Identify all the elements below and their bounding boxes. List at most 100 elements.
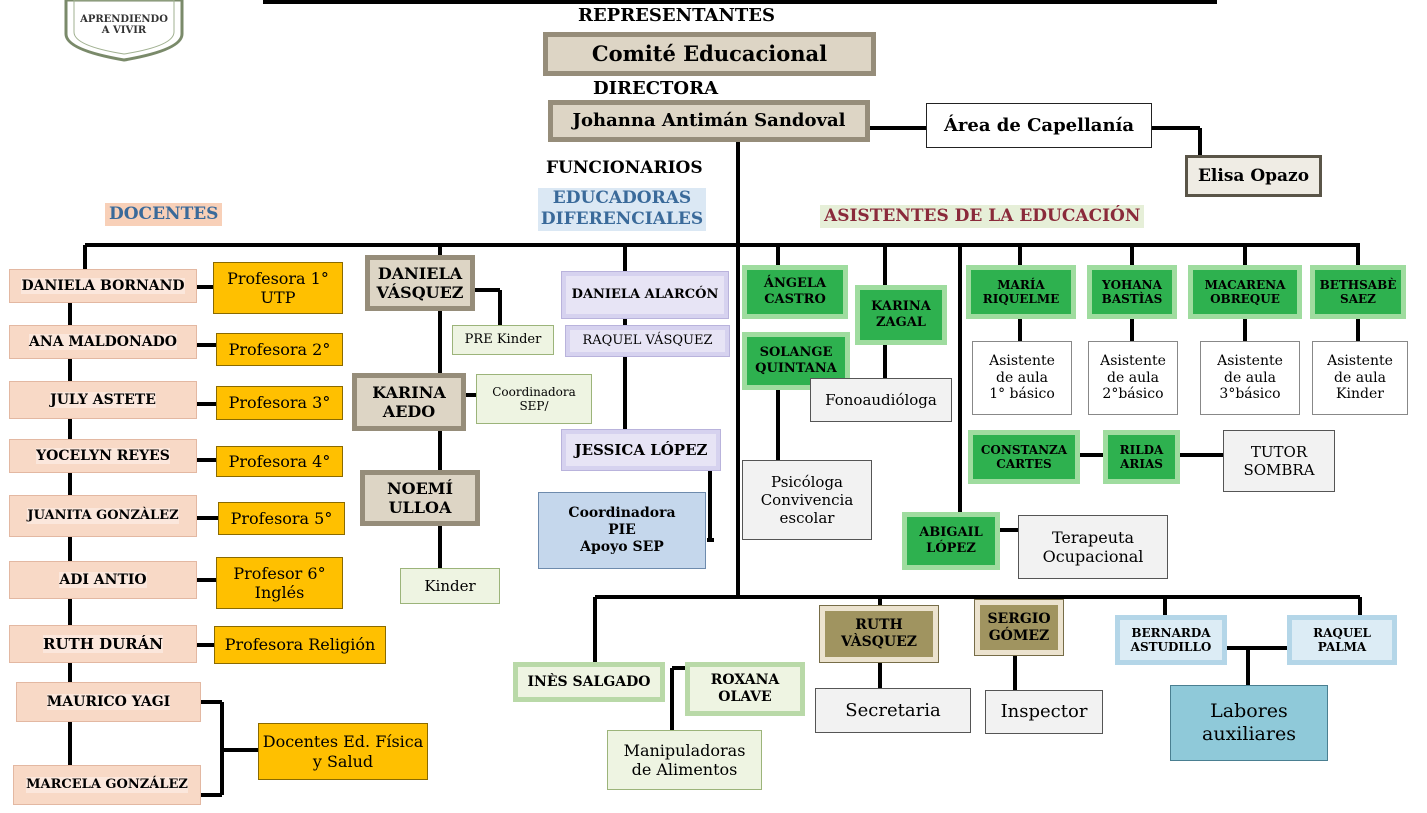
node-ruth-vasquez: RUTH VÀSQUEZ <box>819 605 939 663</box>
node-label: Comité Educacional <box>591 41 828 67</box>
node-sergio-gomez: SERGIO GÓMEZ <box>974 599 1064 656</box>
node-label: Labores auxiliares <box>1202 700 1296 745</box>
node-label: RILDA ARIAS <box>1119 442 1164 471</box>
node-label: JULY ASTETE <box>50 391 156 409</box>
node-label: Área de Capellanía <box>943 114 1135 136</box>
node-label: Profesor 6° Inglés <box>233 563 326 602</box>
node-asistente-bethsabe: BETHSABÈ SAEZ <box>1310 265 1406 319</box>
node-label: SERGIO GÓMEZ <box>987 610 1051 644</box>
node-label: Docentes Ed. Física y Salud <box>262 732 424 771</box>
node-label: Asistente de aula 1° básico <box>989 352 1055 403</box>
node-label: Johanna Antimán Sandoval <box>572 110 846 132</box>
node-label: Coordinadora PIE Apoyo SEP <box>568 505 676 555</box>
node-asistente-aula-2: Asistente de aula 2°básico <box>1088 341 1178 415</box>
node-label: RAQUEL PALMA <box>1313 625 1371 654</box>
node-label: Elisa Opazo <box>1197 165 1310 186</box>
node-parvularia-role: Coordinadora SEP/ <box>476 374 592 424</box>
node-label: Kinder <box>424 577 476 595</box>
node-parvularia-role: Kinder <box>400 568 500 604</box>
node-label: KARINA AEDO <box>372 382 446 421</box>
logo-text-line1: APRENDIENDO <box>80 14 168 25</box>
node-label: SOLANGE QUINTANA <box>755 345 837 376</box>
node-docente: JULY ASTETE <box>9 381 197 419</box>
node-label: Secretaria <box>845 699 941 721</box>
node-asistente-aula-3: Asistente de aula 3°básico <box>1200 341 1300 415</box>
node-comite-educacional: Comité Educacional <box>543 32 876 76</box>
node-label: Asistente de aula Kinder <box>1327 352 1393 403</box>
node-label: YOCELYN REYES <box>36 447 170 465</box>
node-label: TUTOR SOMBRA <box>1243 443 1315 479</box>
node-label: RAQUEL VÁSQUEZ <box>582 333 713 349</box>
header-directora: DIRECTORA <box>593 78 719 99</box>
node-docente-role: Profesora Religión <box>214 626 386 664</box>
node-label: KARINA ZAGAL <box>871 299 931 330</box>
node-parvularia: KARINA AEDO <box>352 373 466 431</box>
node-label: Fonoaudióloga <box>825 391 937 409</box>
node-docente: MARCELA GONZÁLEZ <box>13 765 201 805</box>
node-terapeuta: Terapeuta Ocupacional <box>1018 515 1168 579</box>
node-label: Profesora 5° <box>230 508 333 528</box>
node-label: RUTH DURÁN <box>42 635 163 653</box>
node-diferencial-raquel: RAQUEL VÁSQUEZ <box>565 325 730 357</box>
node-label: ABIGAIL LÓPEZ <box>919 525 983 556</box>
node-asistente-rilda: RILDA ARIAS <box>1103 430 1180 484</box>
node-parvularia: NOEMÍ ULLOA <box>360 470 480 526</box>
node-label: Profesora 1° UTP <box>227 268 329 307</box>
node-label: Manipuladoras de Alimentos <box>623 740 746 779</box>
node-parvularia: DANIELA VÁSQUEZ <box>365 255 475 311</box>
logo-text-line2: A VIVIR <box>101 25 147 36</box>
node-label: Profesora Religión <box>224 635 376 655</box>
node-label: JUANITA GONZÀLEZ <box>27 508 179 524</box>
node-label: MAURICO YAGI <box>46 693 171 711</box>
node-manipuladoras: Manipuladoras de Alimentos <box>607 730 762 790</box>
node-fonoaudiologa: Fonoaudióloga <box>810 378 952 422</box>
node-inspector: Inspector <box>985 690 1103 734</box>
node-asistente-angela: ÁNGELA CASTRO <box>742 265 848 319</box>
node-label: BERNARDA ASTUDILLO <box>1130 625 1212 654</box>
school-logo: APRENDIENDO A VIVIR <box>60 0 188 62</box>
node-docente-role: Profesora 5° <box>218 502 345 535</box>
node-label: Asistente de aula 3°básico <box>1217 352 1283 403</box>
node-directora: Johanna Antimán Sandoval <box>548 100 870 142</box>
node-docente-role: Profesora 1° UTP <box>213 262 343 314</box>
node-label: Asistente de aula 2°básico <box>1100 352 1166 403</box>
node-coordinadora-pie: Coordinadora PIE Apoyo SEP <box>538 492 706 569</box>
node-bernarda-astudillo: BERNARDA ASTUDILLO <box>1115 615 1227 665</box>
node-label: PRE Kinder <box>464 332 542 348</box>
node-label: ROXANA OLAVE <box>710 672 780 705</box>
node-label: DANIELA BORNAND <box>21 277 185 295</box>
node-label: Terapeuta Ocupacional <box>1042 527 1144 566</box>
node-docente: RUTH DURÁN <box>9 625 197 663</box>
node-asistente-abigail: ABIGAIL LÓPEZ <box>902 512 1000 570</box>
node-label: Psicóloga Convivencia escolar <box>760 473 854 527</box>
node-docente: YOCELYN REYES <box>9 439 197 473</box>
node-asistente-constanza: CONSTANZA CARTES <box>968 430 1080 484</box>
shield-icon <box>64 0 184 62</box>
node-docente: ANA MALDONADO <box>9 325 197 359</box>
node-label: ÁNGELA CASTRO <box>763 276 827 307</box>
node-docente-role: Profesora 3° <box>216 386 343 420</box>
node-secretaria: Secretaria <box>815 688 971 733</box>
node-docente-role: Profesora 4° <box>216 446 343 477</box>
node-label: Profesora 2° <box>228 339 331 359</box>
node-docente: JUANITA GONZÀLEZ <box>9 495 197 537</box>
node-asistente-maria: MARÍA RIQUELME <box>966 265 1076 319</box>
header-docentes: DOCENTES <box>105 203 223 227</box>
node-label: DANIELA ALARCÓN <box>571 287 719 303</box>
node-capellania: Área de Capellanía <box>926 103 1152 148</box>
node-label: Coordinadora SEP/ <box>492 384 576 413</box>
header-asistentes-educacion: ASISTENTES DE LA EDUCACIÓN <box>820 205 1145 229</box>
node-label: CONSTANZA CARTES <box>980 442 1068 471</box>
node-ed-fisica: Docentes Ed. Física y Salud <box>258 723 428 780</box>
node-label: JESSICA LÓPEZ <box>574 441 708 459</box>
node-label: YOHANA BASTÌAS <box>1101 277 1163 306</box>
node-tutor-sombra: TUTOR SOMBRA <box>1223 430 1335 492</box>
node-docente: DANIELA BORNAND <box>9 269 197 303</box>
node-label: NOEMÍ ULLOA <box>387 478 453 517</box>
node-psicologa: Psicóloga Convivencia escolar <box>742 460 872 540</box>
node-docente: MAURICO YAGI <box>16 682 201 722</box>
node-parvularia-role: PRE Kinder <box>452 325 554 355</box>
node-label: MARCELA GONZÁLEZ <box>26 777 188 793</box>
node-label: ANA MALDONADO <box>29 333 177 351</box>
